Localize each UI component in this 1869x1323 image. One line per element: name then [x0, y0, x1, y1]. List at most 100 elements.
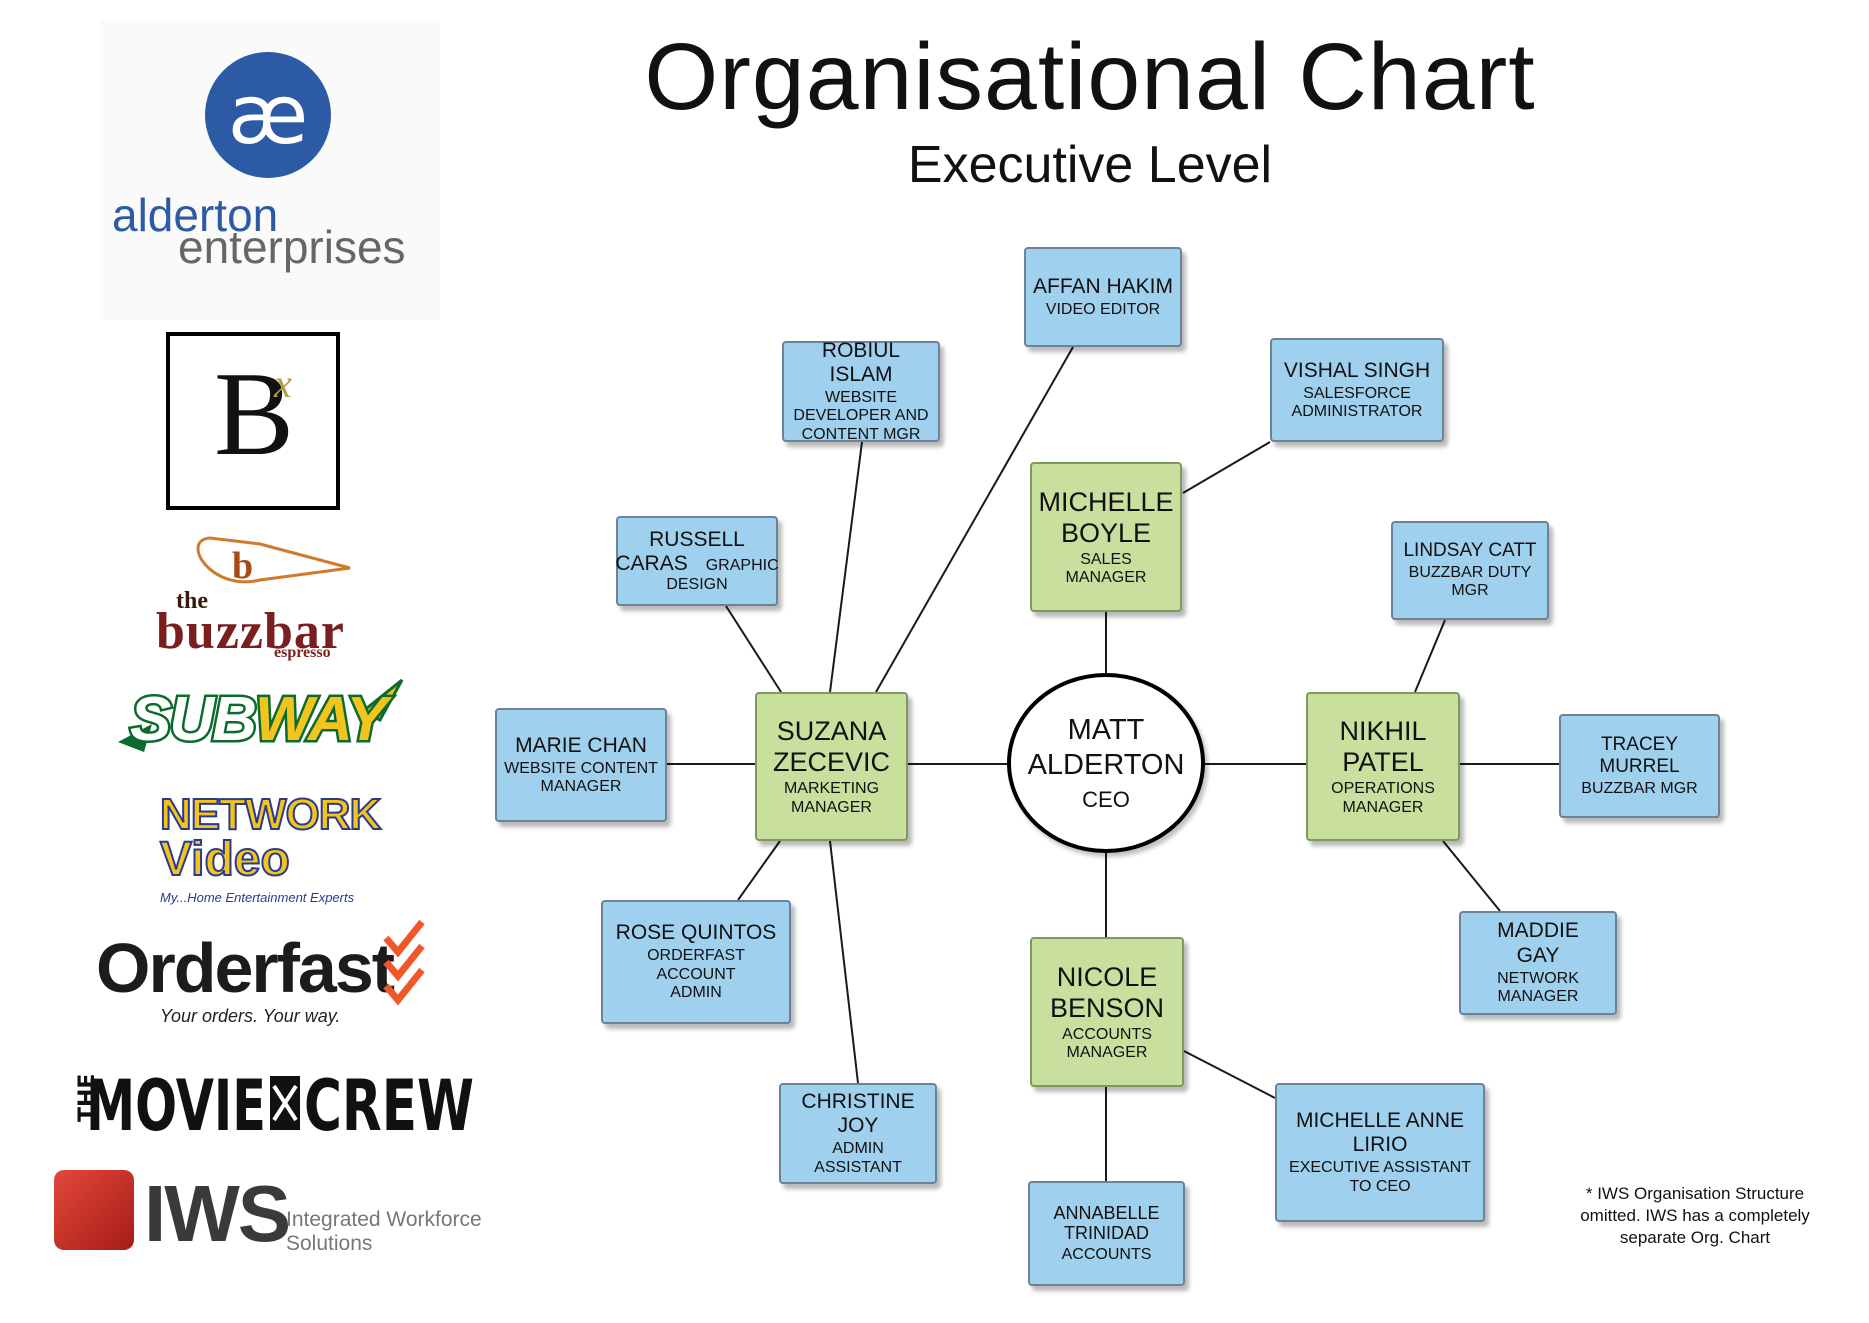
node-role: MANAGER [1497, 988, 1579, 1006]
node-name: NIKHIL [1339, 716, 1427, 747]
node-marketing-manager[interactable]: SUZANA ZECEVIC MARKETING MANAGER [755, 692, 908, 841]
node-name: BENSON [1049, 992, 1165, 1023]
node-name: CHRISTINE [801, 1089, 915, 1113]
node-name: TRINIDAD [1064, 1223, 1149, 1244]
node-role: EXECUTIVE ASSISTANT [1289, 1159, 1471, 1177]
node-role: ACCOUNTS [1062, 1025, 1152, 1043]
node-name: NICOLE [1056, 961, 1158, 992]
node-role: BUZZBAR MGR [1581, 779, 1698, 797]
node-annabelle-trinidad[interactable]: ANNABELLE TRINIDAD ACCOUNTS [1028, 1181, 1185, 1286]
subway-wordmark: SUBWAY [128, 683, 391, 757]
node-name: PATEL [1342, 747, 1424, 778]
node-tracey-murrel[interactable]: TRACEY MURREL BUZZBAR MGR [1559, 714, 1720, 818]
buzzbar-logo: b the buzzbar espresso [150, 530, 370, 661]
logo-text: enterprises [178, 221, 406, 273]
logo-text: NETWORK [159, 789, 382, 840]
node-role: ADMIN [670, 984, 722, 1002]
network-video-logo: NETWORK Video My...Home Entertainment Ex… [156, 789, 382, 910]
node-role: GRAPHIC [705, 556, 779, 574]
node-lindsay-catt[interactable]: LINDSAY CATT BUZZBAR DUTY MGR [1391, 521, 1549, 620]
node-robiul-islam[interactable]: ROBIUL ISLAM WEBSITE DEVELOPER AND CONTE… [782, 338, 940, 443]
logo-text: buzzbar [156, 603, 345, 660]
node-role: MARKETING [783, 780, 880, 798]
node-role: MANAGER [540, 778, 622, 796]
node-role: BUZZBAR DUTY [1408, 564, 1532, 582]
node-maddie-gay[interactable]: MADDIE GAY NETWORK MANAGER [1459, 911, 1617, 1015]
node-role: CONTENT MGR [801, 425, 921, 443]
buzzbar-bubble-icon: b [196, 536, 351, 587]
header: Organisational Chart Executive Level [560, 24, 1620, 194]
node-role: ACCOUNTS [1061, 1245, 1152, 1263]
node-affan-hakim[interactable]: AFFAN HAKIM VIDEO EDITOR [1024, 247, 1182, 347]
node-rose-quintos[interactable]: ROSE QUINTOS ORDERFAST ACCOUNT ADMIN [601, 900, 791, 1024]
node-role: DEVELOPER AND [793, 407, 929, 425]
node-role: WEBSITE CONTENT [504, 759, 658, 777]
logo-text: the [176, 588, 208, 614]
node-name: BOYLE [1060, 517, 1152, 548]
ae-mark-icon: æ [205, 52, 331, 178]
node-name: ROSE QUINTOS [615, 921, 777, 945]
link-sales-vishal [1182, 441, 1271, 494]
orderfast-check-icon [383, 919, 425, 1006]
node-name: GAY [1516, 943, 1560, 967]
logo-text: WAY [252, 683, 390, 757]
ceo-role: CEO [1082, 786, 1130, 812]
node-name: RUSSELL [649, 527, 745, 551]
ceo-node[interactable]: MATT ALDERTON CEO [1007, 673, 1205, 853]
node-sales-manager[interactable]: MICHELLE BOYLE SALES MANAGER [1030, 462, 1182, 612]
footnote: * IWS Organisation Structure omitted. IW… [1580, 1184, 1810, 1248]
node-name: SUZANA [776, 716, 887, 747]
node-name: ROBIUL ISLAM [821, 338, 901, 386]
logo-text: x [274, 361, 292, 406]
logo-text: espresso [274, 644, 331, 661]
node-marie-chan[interactable]: MARIE CHAN WEBSITE CONTENT MANAGER [495, 708, 667, 822]
node-vishal-singh[interactable]: VISHAL SINGH SALESFORCE ADMINISTRATOR [1270, 338, 1444, 442]
logo-text: Integrated Workforce [286, 1208, 482, 1231]
node-michelle-anne-lirio[interactable]: MICHELLE ANNE LIRIO EXECUTIVE ASSISTANT … [1275, 1083, 1485, 1222]
page-title: Organisational Chart [644, 24, 1536, 130]
node-role: ADMIN ASSISTANT [814, 1140, 902, 1176]
node-accounts-manager[interactable]: NICOLE BENSON ACCOUNTS MANAGER [1030, 937, 1184, 1087]
node-name: LINDSAY CATT [1403, 540, 1537, 562]
ceo-name-last: ALDERTON [1027, 749, 1185, 781]
logo-text: THE [75, 1074, 100, 1122]
node-role: SALES MANAGER [1065, 550, 1147, 587]
node-role: MGR [1451, 582, 1489, 600]
logo-text: IWS [144, 1169, 291, 1258]
node-name: JOY [837, 1114, 879, 1138]
logo-text: MOVIE [86, 1065, 266, 1142]
iws-logo: IWS Integrated Workforce Solutions [54, 1170, 484, 1260]
node-operations-manager[interactable]: NIKHIL PATEL OPERATIONS MANAGER [1306, 692, 1460, 841]
page-subtitle: Executive Level [907, 136, 1273, 194]
logo-text: SUB [128, 683, 260, 757]
node-christine-joy[interactable]: CHRISTINE JOY ADMIN ASSISTANT [779, 1083, 937, 1184]
node-role: VIDEO EDITOR [1045, 300, 1161, 318]
node-name: MICHELLE [1038, 486, 1174, 517]
logo-text: B [214, 347, 295, 480]
link-operations-lindsay [1414, 619, 1446, 693]
node-name: MADDIE [1497, 919, 1579, 943]
subway-logo: SUBWAY [112, 672, 412, 762]
link-accounts-michelle-anne [1183, 1050, 1276, 1099]
node-role: OPERATIONS [1331, 780, 1435, 798]
node-role: MANAGER [1066, 1044, 1148, 1062]
node-role: MANAGER [1342, 798, 1424, 816]
link-marketing-christine [829, 840, 859, 1084]
orderfast-logo: Orderfast Your orders. Your way. [96, 918, 436, 1028]
logo-text: b [232, 545, 253, 587]
node-name: VISHAL SINGH [1283, 358, 1431, 382]
node-russell-caras[interactable]: RUSSELL CARAS GRAPHIC DESIGN [615, 516, 779, 606]
logo-tagline: Your orders. Your way. [160, 1006, 341, 1026]
node-name: MURREL [1599, 755, 1680, 777]
node-name: LIRIO [1352, 1133, 1408, 1157]
logo-tagline: My...Home Entertainment Experts [160, 890, 355, 905]
movie-crew-logo: THE MOVIE CREW [62, 1062, 482, 1147]
node-name: TRACEY [1600, 733, 1679, 755]
node-role: ADMINISTRATOR [1291, 403, 1423, 421]
ceo-name-first: MATT [1067, 714, 1145, 747]
logo-text: Solutions [286, 1232, 373, 1255]
node-name: MARIE CHAN [515, 733, 647, 757]
node-name: CARAS [615, 551, 688, 575]
bx-logo: B x [166, 332, 340, 510]
